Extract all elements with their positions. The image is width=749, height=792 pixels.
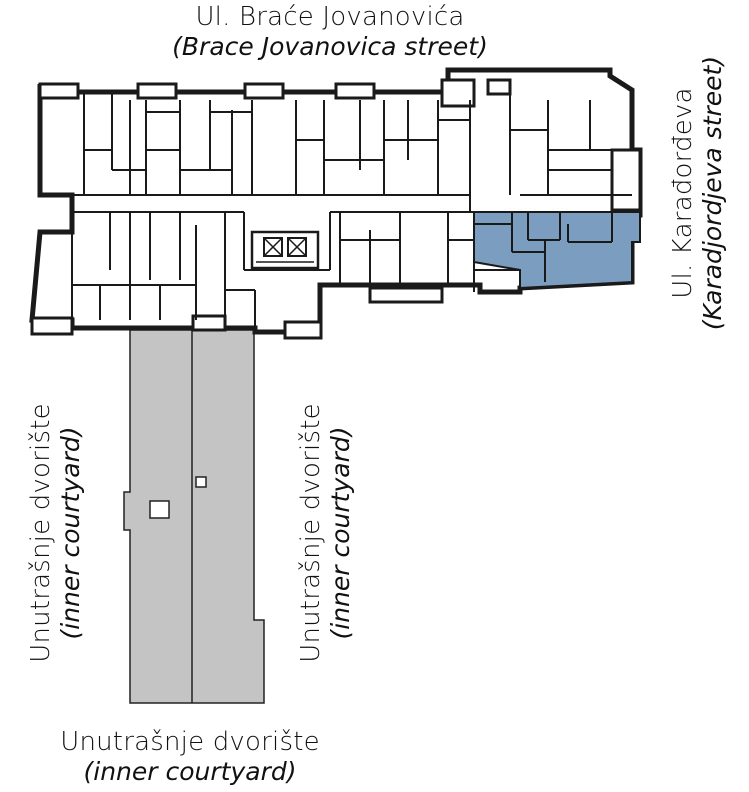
courtyard-fill [123,329,265,704]
stair-elevator-core [250,230,320,270]
balcony-bottom-3 [283,320,323,340]
courtyard-light-well-large [149,500,170,519]
street-name-english: (Brace Jovanovica street) [172,32,488,61]
courtyard-name-local: Unutrašnje dvorište [60,727,320,757]
courtyard-label-left: Unutrašnje dvorište (inner courtyard) [26,393,86,673]
street-name-local: Ul. Karađorđeva [668,87,698,299]
courtyard-name-english: (inner courtyard) [83,757,297,786]
interior-walls [71,90,632,328]
balcony-top-3 [243,82,285,100]
building-footprint [29,67,643,340]
courtyard-name-english: (inner courtyard) [326,426,355,640]
courtyard-name-local: Unutrašnje dvorište [296,403,326,663]
courtyard-area [123,329,265,704]
street-label-top: Ul. Braće Jovanovića (Brace Jovanovica s… [110,2,550,62]
street-name-english: (Karadjordjeva street) [698,55,727,331]
courtyard-name-english: (inner courtyard) [56,426,85,640]
balcony-top-5 [440,78,476,108]
building-outer-wall [29,67,643,335]
balcony-top-2 [136,82,178,100]
balcony-bottom-1 [30,316,74,336]
courtyard-label-middle: Unutrašnje dvorište (inner courtyard) [296,393,356,673]
courtyard-label-bottom: Unutrašnje dvorište (inner courtyard) [10,727,370,787]
balcony-right-1 [610,148,642,212]
courtyard-light-well-small [195,476,207,488]
street-name-local: Ul. Braće Jovanovića [195,2,465,32]
balcony-top-4 [334,82,376,100]
balcony-top-6 [486,78,512,96]
balcony-bottom-2 [191,314,227,332]
highlighted-apartment-walls [474,212,613,282]
courtyard-name-local: Unutrašnje dvorište [26,403,56,663]
balcony-top-1 [38,82,80,100]
balcony-bottom-4 [368,286,444,304]
street-label-right: Ul. Karađorđeva (Karadjordjeva street) [668,48,728,338]
